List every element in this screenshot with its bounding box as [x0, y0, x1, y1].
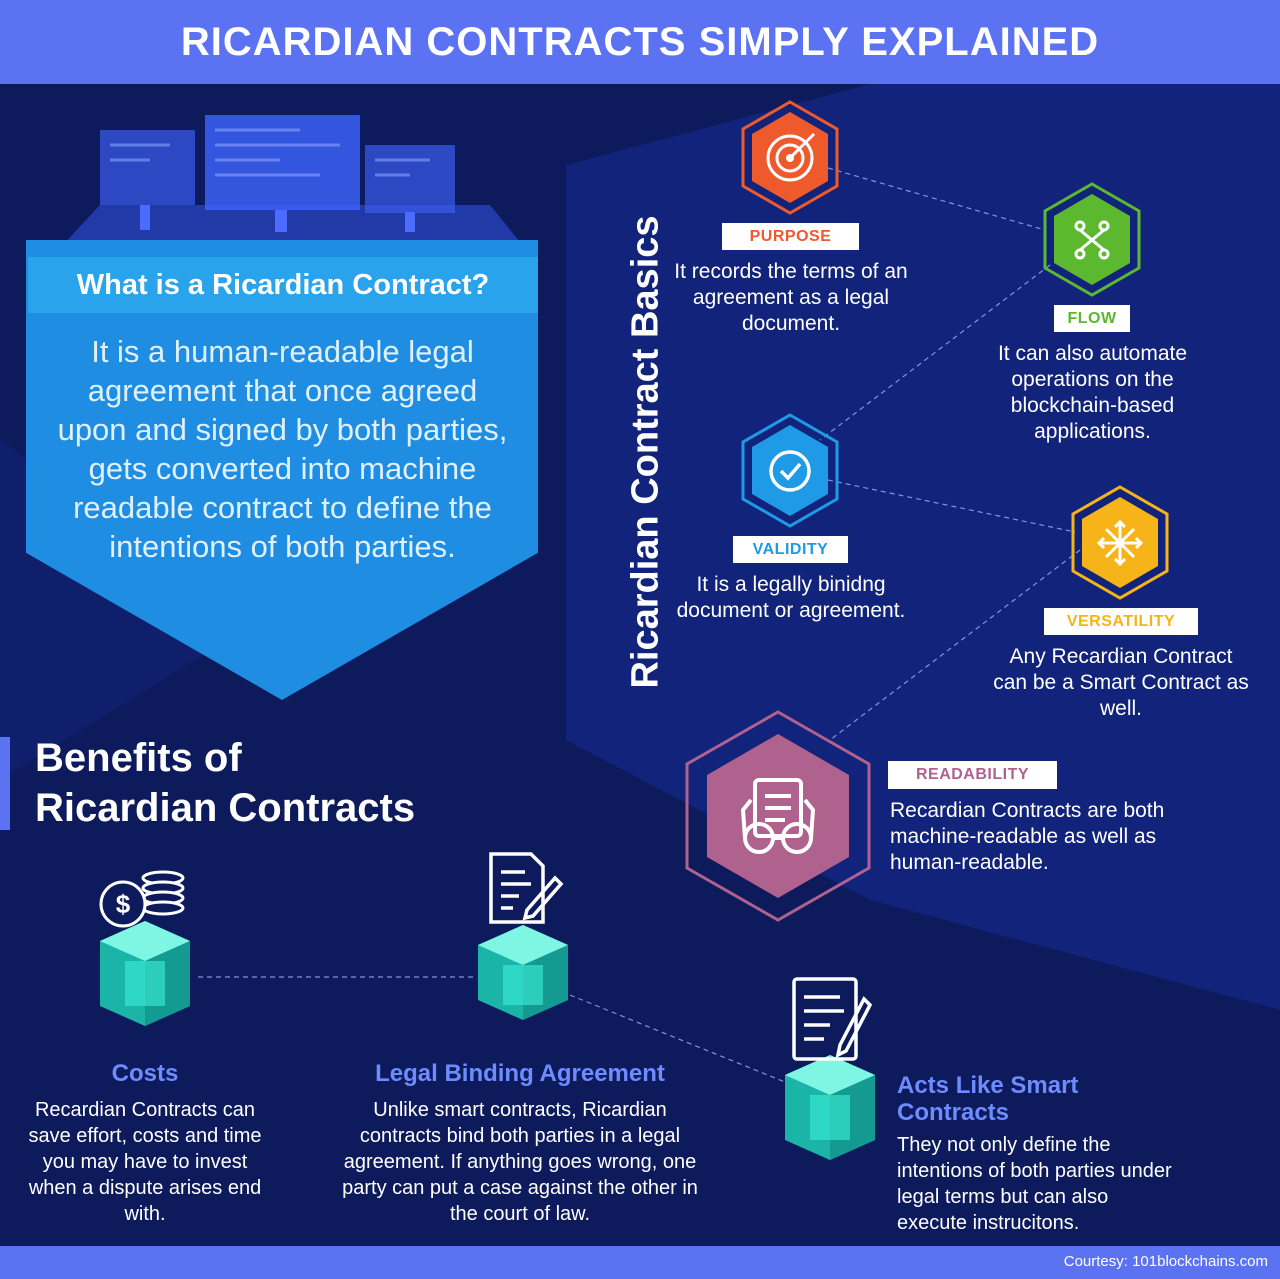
svg-text:$: $: [116, 889, 131, 919]
footer-credit: Courtesy: 101blockchains.com: [1063, 1253, 1268, 1270]
reading-icon: [685, 710, 871, 922]
flow-text: It can also automate operations on the b…: [997, 342, 1188, 443]
costs-text: Recardian Contracts can save effort, cos…: [28, 1099, 262, 1225]
costs-title: Costs: [111, 1060, 179, 1087]
header-bar: RICARDIAN CONTRACTS SIMPLY EXPLAINED: [0, 0, 1280, 84]
document-pen-icon: [478, 852, 568, 1020]
checkmark-icon: [741, 413, 839, 528]
coins-icon: $: [99, 870, 190, 1026]
acts-like-smart-text: They not only define the intentions of b…: [897, 1134, 1172, 1234]
what-panel-header: What is a Ricardian Contract?: [28, 257, 538, 313]
footer-bar: Courtesy: 101blockchains.com: [0, 1246, 1280, 1279]
purpose-text: It records the terms of an agreement as …: [674, 260, 908, 335]
what-title: What is a Ricardian Contract?: [76, 268, 490, 301]
benefits-accent-bar: [0, 737, 10, 830]
readability-tag: READABILITY: [888, 761, 1057, 789]
flow-tag: FLOW: [1054, 305, 1130, 332]
page-title: RICARDIAN CONTRACTS SIMPLY EXPLAINED: [180, 19, 1100, 64]
flow-icon: [1043, 182, 1141, 297]
acts-like-smart-title: Acts Like Smart Contracts: [897, 1072, 1079, 1126]
readability-text: Recardian Contracts are both machine-rea…: [890, 799, 1165, 874]
monitors-illustration: [60, 115, 525, 248]
versatility-tag: VERSATILITY: [1044, 608, 1198, 635]
legal-binding-text: Unlike smart contracts, Ricardian contra…: [342, 1099, 698, 1225]
arrows-icon: [1071, 485, 1169, 600]
versatility-text: Any Recardian Contract can be a Smart Co…: [993, 645, 1249, 720]
benefits-title: Benefits of Ricardian Contracts: [35, 736, 416, 830]
target-icon: [741, 100, 839, 215]
legal-binding-title: Legal Binding Agreement: [375, 1060, 665, 1087]
validity-text: It is a legally binidng document or agre…: [676, 573, 906, 622]
what-body: It is a human-readable legal agreement t…: [57, 334, 508, 564]
document-pen-icon: [785, 977, 875, 1160]
purpose-tag: PURPOSE: [722, 223, 859, 250]
validity-tag: VALIDITY: [733, 536, 848, 563]
